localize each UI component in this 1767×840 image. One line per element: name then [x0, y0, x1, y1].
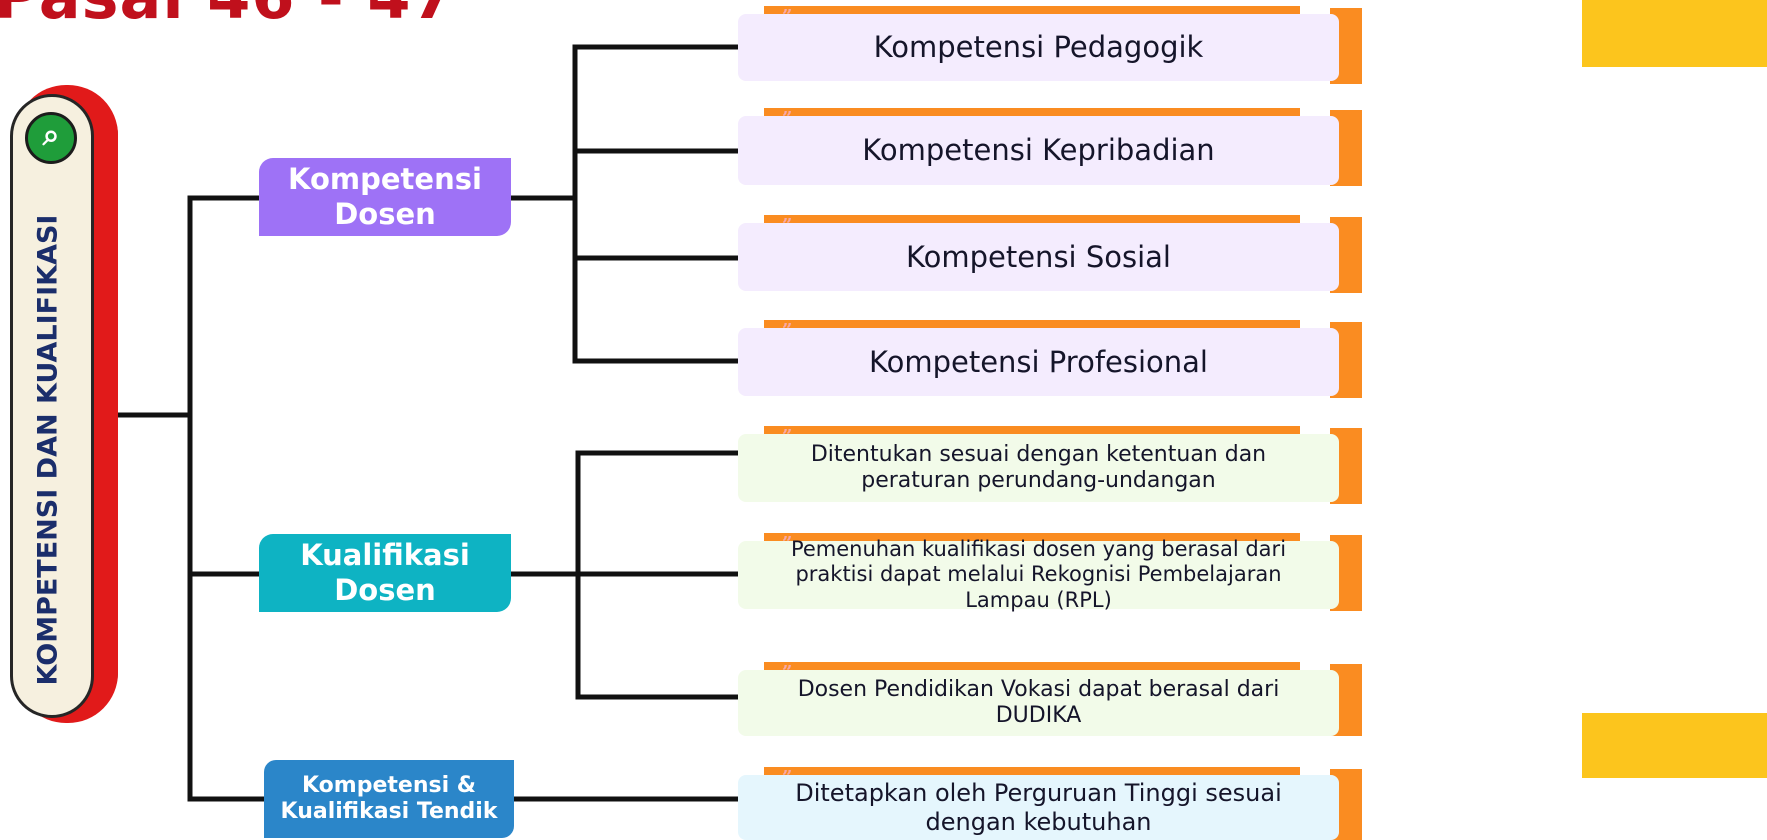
category-tendik: Kompetensi & Kualifikasi Tendik [264, 760, 514, 838]
item-text: Dosen Pendidikan Vokasi dapat berasal da… [738, 670, 1339, 736]
magnifier-icon: ⌕ [25, 112, 77, 164]
page-title: Pasal 46 - 47 [0, 0, 456, 33]
item-text: Ditentukan sesuai dengan ketentuan dan p… [738, 434, 1339, 502]
quote-icon: ” [782, 426, 793, 447]
quote-icon: ” [782, 767, 793, 788]
item-text: Kompetensi Kepribadian [738, 116, 1339, 185]
category-kompetensi-dosen: Kompetensi Dosen [259, 158, 511, 236]
quote-icon: ” [782, 533, 793, 554]
item-text: Pemenuhan kualifikasi dosen yang berasal… [738, 537, 1339, 612]
quote-icon: ” [782, 320, 793, 341]
decorative-bar [1582, 713, 1767, 778]
item-text: Kompetensi Pedagogik [738, 14, 1339, 81]
sidebar-label: KOMPETENSI DAN KUALIFIKASI [32, 214, 64, 686]
decorative-bar [1582, 0, 1767, 67]
quote-icon: ” [782, 108, 793, 129]
item-text: Ditetapkan oleh Perguruan Tinggi sesuai … [738, 775, 1339, 840]
quote-icon: ” [782, 662, 793, 683]
item-text: Kompetensi Sosial [738, 223, 1339, 291]
category-kualifikasi-dosen: Kualifikasi Dosen [259, 534, 511, 612]
quote-icon: ” [782, 6, 793, 27]
quote-icon: ” [782, 215, 793, 236]
sidebar-pill [10, 94, 94, 718]
item-text: Kompetensi Profesional [738, 328, 1339, 396]
